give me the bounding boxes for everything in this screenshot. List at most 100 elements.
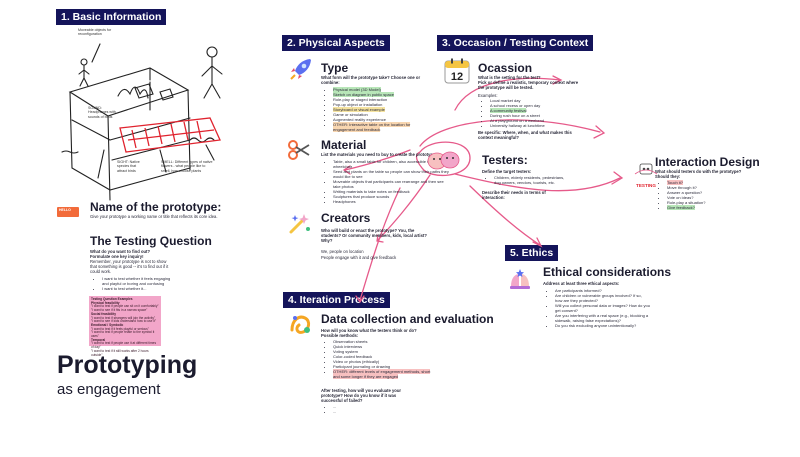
list-item: Writing materials to take notes on feedb… [333,189,451,194]
testing-question-title: The Testing Question [90,234,212,248]
theatre-masks-icon [427,151,460,170]
list-item: Role-play a situation? [667,200,757,205]
section-header-physical: 2. Physical Aspects [282,35,390,51]
list-item: Moveable objects that participants can r… [333,179,451,189]
type-list: Physical model (3D Model) Sketch on diag… [325,87,433,132]
big-title: Prototyping [57,351,198,379]
name-tag-icon: HELLO [57,207,79,217]
list-item: Storyboard or visual example [333,107,433,112]
svg-text:12: 12 [451,71,463,83]
iteration-title: Data collection and evaluation [321,312,494,326]
sticky-line: "I want to test if people can sit on it … [91,304,159,309]
sticky-line: "I want to test if people relate to the … [91,330,155,339]
occasion-title: Ocassion [478,61,533,75]
list-item: Quick interviews [333,344,433,349]
list-item: OTHER: different levels of engagement me… [333,369,433,379]
list-item: Children, elderly residents, pedestrians… [494,175,569,185]
list-item: Headphones [333,199,451,204]
list-item: ... [333,404,393,409]
iteration-question: How will you know what the testers think… [321,328,417,338]
list-item: Sketch on diagram in public space [333,92,433,97]
list-item: Role-play or staged interaction [333,97,433,102]
list-item: Sculptures that produce sounds [333,194,451,199]
testers-title: Testers: [482,153,528,167]
iteration-list: Observation sheets Quick interviews Voti… [325,339,433,379]
ethics-hands-icon [510,269,530,289]
name-desc: Give your prototype a working name or ti… [90,214,218,219]
list-item: Move through it? [667,185,757,190]
list-item: Table, also a small table for children, … [333,159,451,169]
section-header-iteration: 4. Iteration Process [283,292,390,308]
list-item: Are you interfering with a real space (e… [555,313,650,323]
list-item: I want to test whether it feels engaging… [102,276,174,286]
interaction-title: Interaction Design [655,155,760,169]
list-item: Pop-up object or installation [333,102,433,107]
testers-question: Define the target testers: [482,169,532,174]
list-item: Give feedback? [667,205,757,210]
ethics-title: Ethical considerations [543,265,672,279]
list-item: OTHER: Interactive table on the location… [333,122,433,132]
list-item: A community festival [490,108,590,113]
list-item: Color-coded feedback [333,354,433,359]
testing-question-q2: Remember, your prototype is not to show … [90,259,169,274]
list-item: Participant journaling or drawing [333,364,433,369]
list-item: Local market day [490,98,590,103]
list-item: During rush hour on a street [490,113,590,118]
sticky-line: Social feasibility [91,311,116,316]
material-list: Table, also a small table for children, … [325,159,451,204]
scissors-icon [288,140,310,160]
list-item: Video or photos (ethically) [333,359,433,364]
calendar-12-icon: 12 [444,58,470,84]
big-subtitle: as engagement [57,381,161,398]
list-item: Will you collect personal data or images… [555,303,650,313]
interaction-list: Touch it? Move through it? Answer a ques… [659,180,757,210]
list-item: Do you risk excluding anyone unintention… [555,323,650,328]
sticky-line: "I want to test if it feels playful or s… [91,326,149,331]
testing-robot-icon: TESTING [632,162,660,188]
list-item: I want to test whether it... [102,286,174,291]
type-question: What form will the prototype take? Choos… [321,75,421,85]
list-item: Touch it? [667,180,757,185]
sticky-line: "I want to test if people use it at diff… [91,341,157,350]
data-ink-icon [290,315,311,334]
section-header-ethics: 5. Ethics [505,245,559,261]
sketch-note-moveable: Moveable objects for reconfiguration [78,28,112,37]
list-item: A school recess or open day [490,103,590,108]
section-header-basic: 1. Basic Information [56,9,167,25]
material-title: Material [321,138,367,152]
creators-question: Who will build or enact the prototype? Y… [321,228,427,243]
list-item: Vote on ideas? [667,195,757,200]
testing-question-q1: What do you want to find out? Formulate … [90,249,151,259]
list-item: Voting system [333,349,433,354]
sticky-line: Emotional / Symbolic [91,322,124,327]
occasion-examples-label: Examples: [478,93,498,98]
name-title: Name of the prototype: [90,200,222,214]
robot-graphic [634,163,658,175]
ethics-question: Address at least three ethical aspects: [543,281,620,286]
list-item: ... [333,409,393,414]
list-item: Observation sheets [333,339,433,344]
list-item: University hallway at lunchtime [490,123,590,128]
occasion-q1: What is the setting for the test? [478,75,541,80]
rocket-icon [290,59,311,80]
creators-title: Creators [321,211,371,225]
sticky-line: "I want to see if kids understand how to… [91,319,156,324]
interaction-question: What should testers do with the prototyp… [655,169,742,179]
magic-wand-icon [289,214,310,234]
list-item: Are children or vulnerable groups involv… [555,293,650,303]
occasion-specific: Be specific: Where, when, and what makes… [478,130,572,140]
sketch-note-sound: SOUND: Headphones with sounds of birds [88,106,116,119]
occasion-list: Local market day A school recess or open… [482,98,590,128]
testing-question-bullets: I want to test whether it feels engaging… [94,276,174,291]
sketch-note-smell: SMELL: Different types of native flowers… [161,160,213,173]
sticky-line: Physical feasibility [91,300,120,305]
sticky-line: "I want to test if strangers will join t… [91,315,156,320]
sticky-line: Temporal [91,337,106,342]
list-item: Game or simulation [333,112,433,117]
iteration-after-list: ... ... [325,404,393,414]
creators-answer: We, people on location [321,249,364,254]
list-item: Are participants informed? [555,288,650,293]
sticky-line: "I want to test if it still works after … [91,348,149,357]
occasion-q2: Pick or define a realistic, temporary co… [478,80,579,90]
sketch-note-sight: SIGHT: Native species that attract birds [117,160,140,173]
